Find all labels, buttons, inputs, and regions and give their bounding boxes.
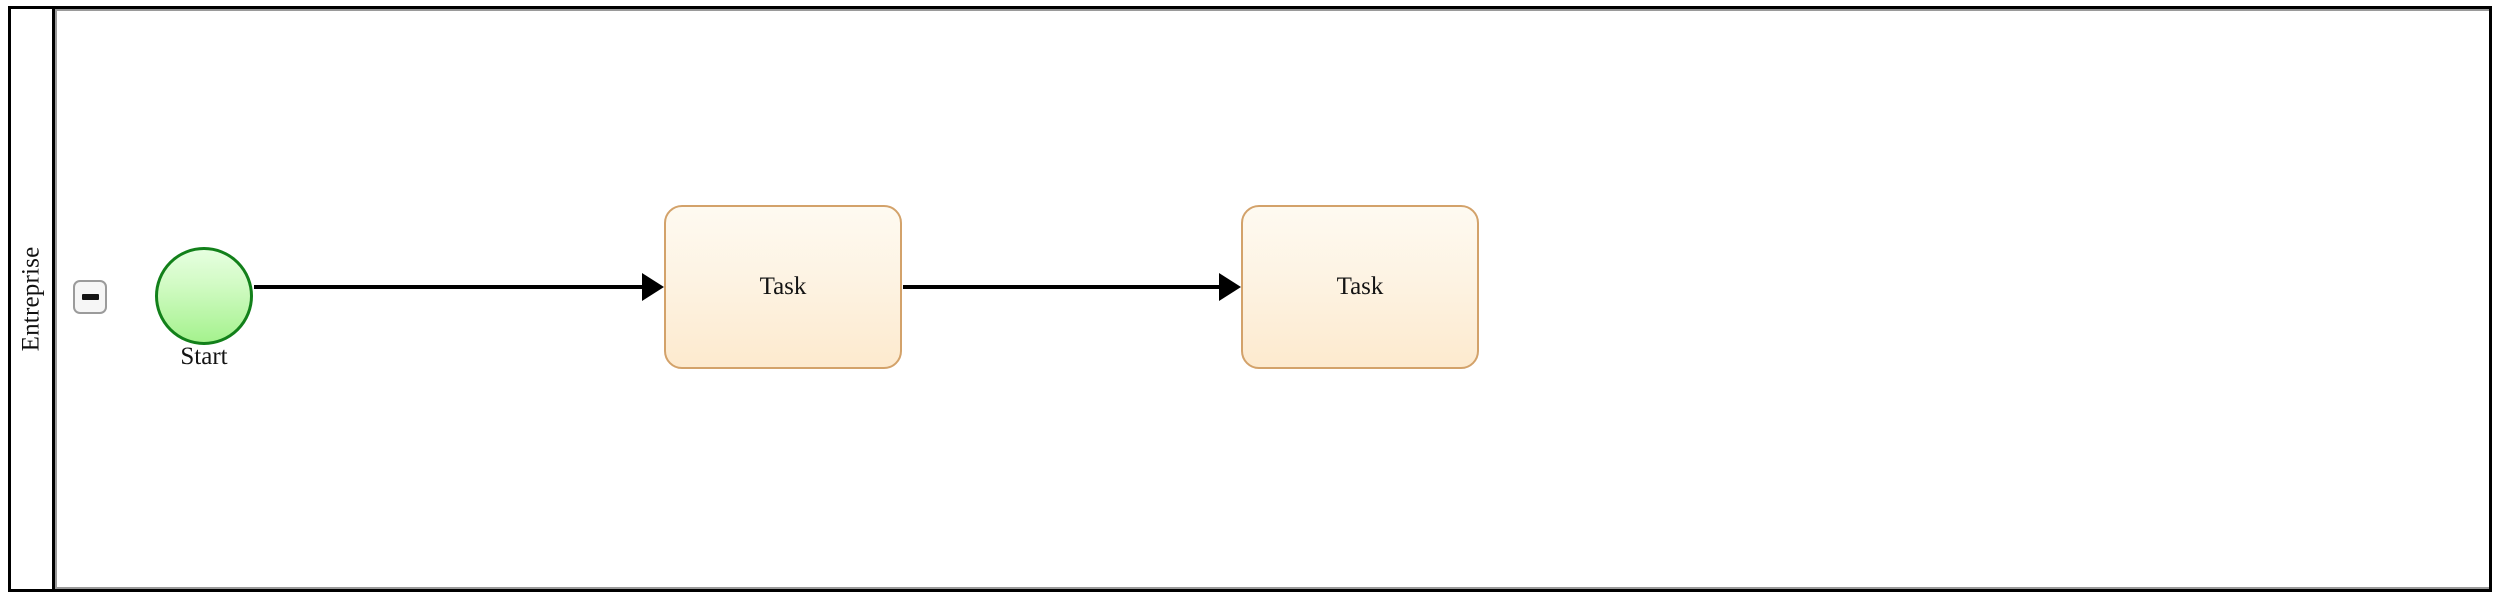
task-node-1[interactable]: Task: [664, 205, 902, 369]
pool-entreprise[interactable]: Entreprise Start Task Task: [8, 6, 2492, 592]
arrowhead-icon: [1219, 273, 1241, 301]
start-event-label: Start: [180, 343, 228, 370]
minus-icon: [81, 294, 99, 300]
task-label: Task: [1336, 273, 1384, 300]
sequence-flow-task1-to-task2[interactable]: [903, 285, 1221, 289]
arrowhead-icon: [642, 273, 664, 301]
start-event-node[interactable]: [155, 247, 253, 345]
start-event-circle: [155, 247, 253, 345]
collapse-lane-button[interactable]: [73, 280, 107, 314]
task-label: Task: [759, 273, 807, 300]
task-node-2[interactable]: Task: [1241, 205, 1479, 369]
sequence-flow-start-to-task1[interactable]: [254, 285, 644, 289]
lane-label: Entreprise: [17, 246, 45, 352]
lane-header[interactable]: Entreprise: [11, 9, 55, 589]
